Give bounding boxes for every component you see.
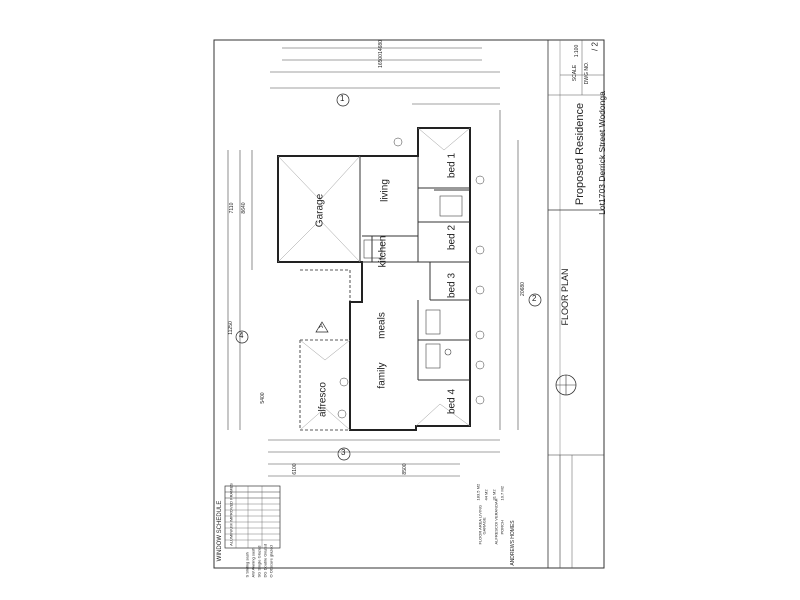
drawing-number-label: DWG NO. — [584, 61, 590, 85]
area-porch-value: 10.7 M2 — [499, 486, 505, 501]
scale-value: 1:100 — [574, 44, 580, 58]
section-marker-a: A — [319, 324, 324, 330]
area-garage-value: 44 M2 — [483, 489, 489, 501]
section-markers — [235, 93, 542, 461]
schedule-note-4: DG Double Glazed — [262, 543, 268, 578]
window-symbols — [337, 137, 485, 419]
dim-left-c: 8640 — [241, 202, 247, 214]
section-marker-1: 1 — [340, 94, 345, 103]
schedule-note-1: S Sliding sash — [244, 552, 250, 578]
dim-bottom-a: 6100 — [292, 463, 298, 475]
sheet-number: / 2 — [590, 42, 600, 51]
schedule-note-2: AW Awning sash — [250, 547, 256, 578]
schedule-note-5: O Obscure glazed — [268, 545, 274, 578]
dim-bottom-b: 8500 — [402, 463, 408, 475]
interior-walls — [359, 156, 470, 381]
area-porch-label: PORCH — [499, 520, 505, 535]
window-schedule-table — [224, 485, 281, 549]
sheet-title: FLOOR PLAN — [560, 268, 570, 326]
schedule-subheading: ALUMINIUM IMPROVED FRAMES — [228, 483, 234, 546]
schedule-heading: WINDOW SCHEDULE — [217, 500, 223, 562]
room-alfresco: alfresco — [317, 382, 329, 418]
room-bed2: bed 2 — [446, 224, 458, 251]
room-bed4: bed 4 — [446, 388, 458, 415]
dimension-lines — [227, 47, 519, 477]
fixtures — [363, 195, 463, 369]
area-living-value: 183.5 M2 — [475, 483, 481, 501]
dim-left-a: 5400 — [260, 392, 266, 404]
room-meals: meals — [376, 312, 388, 339]
area-alfresco-value: 31 M2 — [491, 489, 497, 501]
project-title: Proposed Residence — [574, 102, 586, 206]
room-kitchen: kitchen — [377, 235, 389, 268]
dim-overall-right: 20680 — [520, 282, 526, 296]
dim-overall-left: 11250 — [228, 321, 234, 335]
room-family: family — [376, 362, 388, 389]
dim-top-b: 16500 — [378, 54, 384, 68]
section-marker-3: 3 — [341, 448, 346, 457]
dim-left-b: 7110 — [229, 202, 235, 214]
schedule-note-3: SG Single Glazed — [256, 545, 262, 578]
floor-plan-walls — [277, 127, 471, 431]
room-living: living — [379, 179, 391, 202]
sheet-border — [213, 39, 605, 569]
section-marker-4: 4 — [239, 331, 244, 340]
area-garage-label: GARAGE — [481, 517, 487, 535]
roof-lines — [277, 127, 471, 431]
room-garage: Garage — [314, 193, 326, 228]
builder-logo-text: ANDREWS HOMES — [510, 520, 516, 566]
section-marker-2: 2 — [532, 294, 537, 303]
room-bed1: bed 1 — [446, 152, 458, 179]
project-address: Lot1703 Derrick Street Wodonga — [597, 91, 607, 215]
room-bed3: bed 3 — [446, 272, 458, 299]
